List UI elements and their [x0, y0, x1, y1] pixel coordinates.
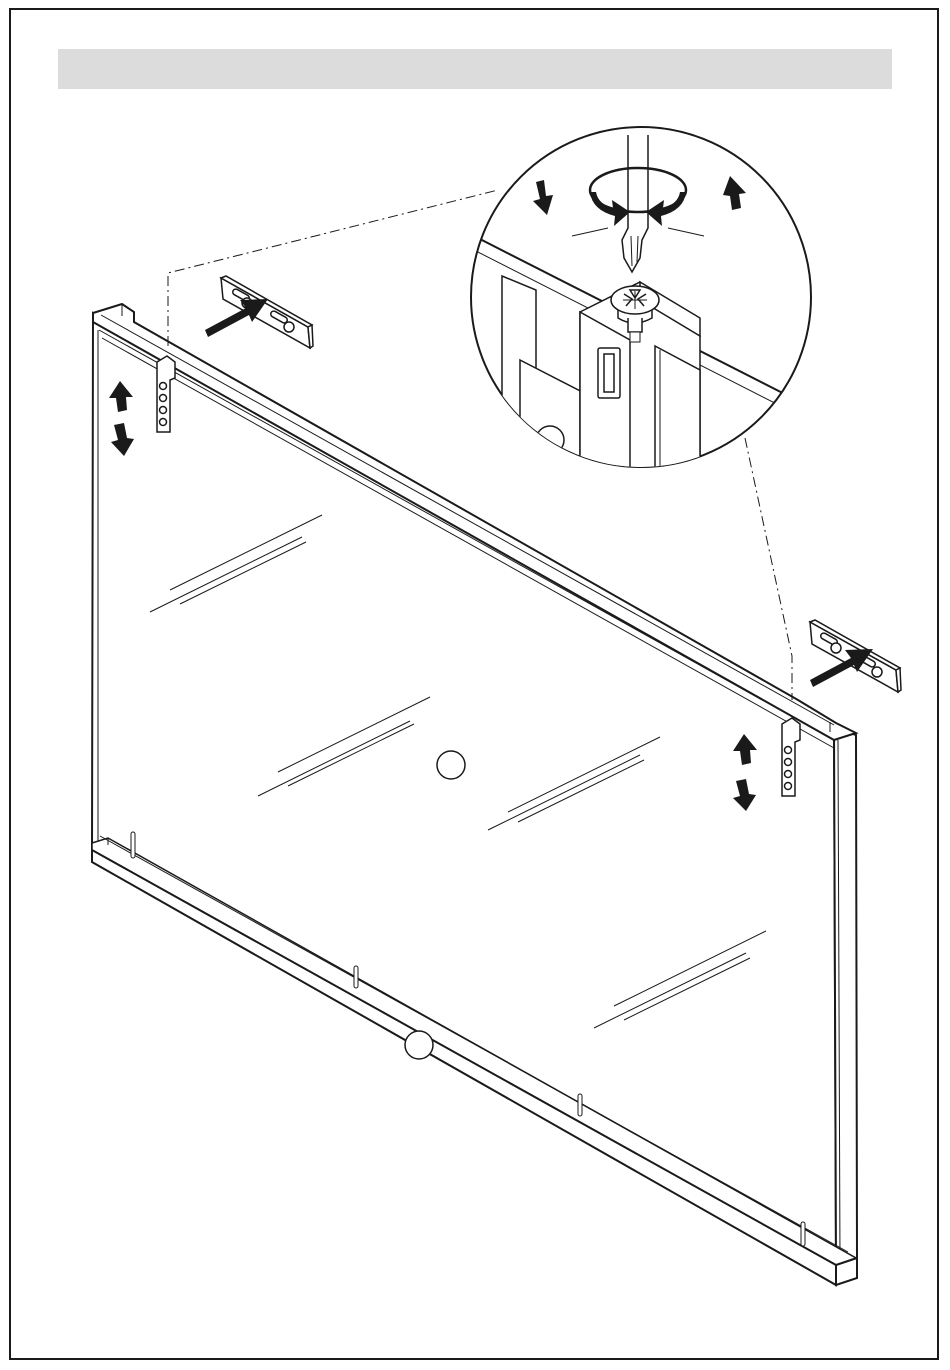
part-ref-circle-glass — [437, 751, 465, 779]
part-ref-circle-rail — [405, 1031, 433, 1059]
zoom-detail — [470, 127, 820, 476]
hinge-plate-left — [221, 276, 313, 348]
